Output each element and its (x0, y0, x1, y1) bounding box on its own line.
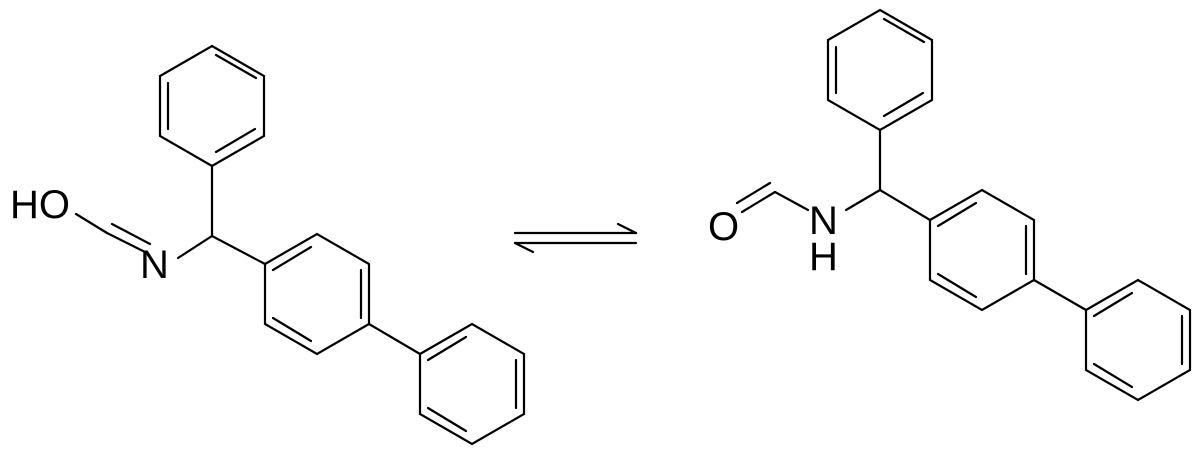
product-oxygen-label: O (708, 205, 739, 249)
reactant-ch-n-bond (176, 234, 214, 260)
forward-arrow-half-head (616, 222, 638, 235)
product-n-c-bond (773, 190, 810, 212)
equilibrium-arrow (513, 222, 638, 254)
product-para-phenylene-ring (928, 188, 1036, 312)
product-ch-n-bond (844, 188, 882, 212)
reactant-biaryl-bond (367, 322, 422, 356)
product-biaryl-bond (1032, 278, 1088, 312)
product-co-double-bond-b (735, 181, 772, 205)
product-nitrogen-label: N (809, 199, 838, 243)
product-co-double-bond-a (740, 190, 777, 214)
reactant-ch-biphenyl-bond (210, 234, 267, 266)
reverse-arrow-half-head (513, 241, 535, 254)
product-top-phenyl-ring (826, 8, 934, 132)
reactant-para-phenylene-ring (263, 232, 371, 356)
reactant-cn-double-bond-b (110, 222, 152, 246)
reactant-cn-double-bond-a (105, 231, 147, 254)
reactant-molecule: HO N (10, 44, 526, 446)
product-hydrogen-label: H (809, 235, 838, 279)
reactant-top-phenyl-ring (158, 44, 266, 168)
product-ch-biphenyl-bond (878, 188, 932, 222)
reactant-terminal-phenyl-ring (418, 322, 526, 446)
reactant-hydroxyl-label: HO (10, 183, 70, 227)
reactant-co-bond (74, 212, 109, 235)
product-molecule: O N H (708, 8, 1192, 402)
reactant-nitrogen-label: N (140, 243, 169, 287)
product-terminal-phenyl-ring (1084, 278, 1192, 402)
